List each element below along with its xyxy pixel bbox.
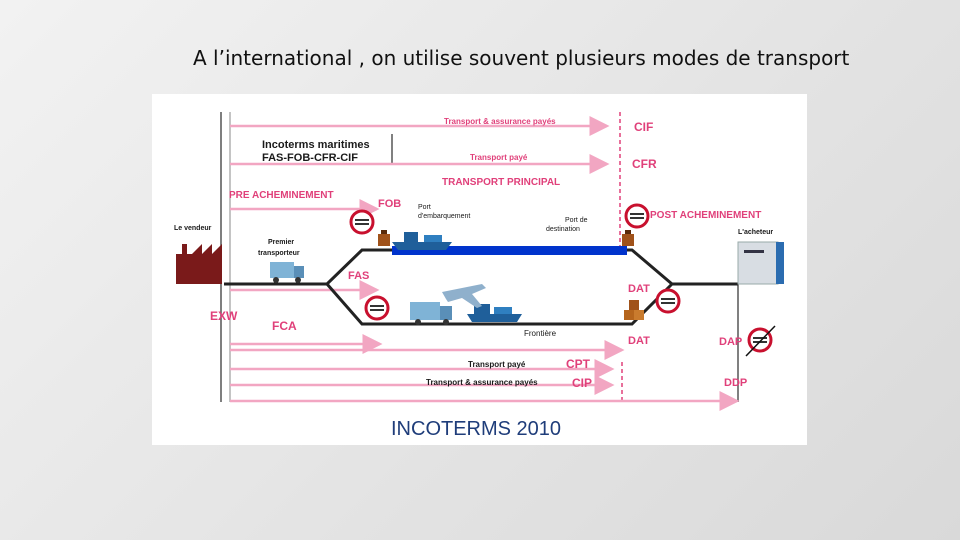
factory-icon: [176, 244, 222, 284]
post-carriage-label: POST ACHEMINEMENT: [650, 210, 761, 221]
maritime-terms: FAS-FOB-CFR-CIF: [262, 152, 358, 164]
stop-sign-icon: [624, 203, 650, 229]
term-fca: FCA: [272, 319, 297, 333]
term-dat-bottom: DAT: [628, 335, 650, 347]
term-exw: EXW: [210, 309, 238, 323]
seller-label: Le vendeur: [174, 225, 212, 232]
pre-carriage-label: PRE ACHEMINEMENT: [229, 190, 334, 201]
cargo-boxes-icon: [624, 300, 644, 320]
port-destination-label-1: Port de: [565, 217, 588, 224]
term-ddp: DDP: [724, 377, 747, 389]
term-cpt: CPT: [566, 357, 591, 371]
maritime-title: Incoterms maritimes: [262, 139, 370, 151]
term-cfr: CFR: [632, 157, 657, 171]
main-transport-label: TRANSPORT PRINCIPAL: [442, 177, 560, 188]
slide-title: A l’international , on utilise souvent p…: [193, 46, 850, 70]
cif-arrow-label: Transport & assurance payés: [444, 117, 556, 126]
term-cif: CIF: [634, 120, 653, 134]
stop-sign-icon: [655, 288, 681, 314]
cfr-arrow-label: Transport payé: [470, 153, 528, 162]
diagram-caption: INCOTERMS 2010: [391, 418, 561, 440]
port-loading-label-1: Port: [418, 204, 431, 211]
port-loading-label-2: d'embarquement: [418, 213, 470, 220]
truck-icon: [410, 302, 452, 325]
cargo-ship-icon: [467, 304, 522, 322]
incoterms-diagram-panel: Transport & assurance payés CIF Incoterm…: [152, 94, 807, 445]
land-route-line: [325, 282, 674, 326]
incoterms-diagram: Transport & assurance payés CIF Incoterm…: [174, 112, 784, 440]
term-dap: DAP: [719, 336, 742, 348]
ship-icon: [392, 232, 452, 250]
stop-sign-icon: [364, 295, 390, 321]
cpt-arrow-label: Transport payé: [468, 360, 526, 369]
sea-band: [392, 246, 627, 255]
port-destination-crane-icon: [622, 230, 634, 246]
term-fob: FOB: [378, 198, 401, 210]
term-fas: FAS: [348, 270, 369, 282]
border-label: Frontière: [524, 329, 557, 338]
first-carrier-label-2: transporteur: [258, 250, 300, 257]
first-carrier-truck-icon: [270, 262, 304, 283]
stop-sign-crossed-icon: [745, 325, 776, 357]
term-dat-top: DAT: [628, 283, 650, 295]
port-loading-crane-icon: [378, 230, 390, 246]
cip-arrow-label: Transport & assurance payés: [426, 378, 538, 387]
warehouse-icon: [737, 241, 784, 285]
stop-sign-icon: [349, 209, 375, 235]
plane-icon: [442, 284, 486, 308]
buyer-label: L'acheteur: [738, 229, 773, 236]
port-destination-label-2: destination: [546, 226, 580, 233]
first-carrier-label-1: Premier: [268, 239, 294, 246]
term-cip: CIP: [572, 376, 592, 390]
